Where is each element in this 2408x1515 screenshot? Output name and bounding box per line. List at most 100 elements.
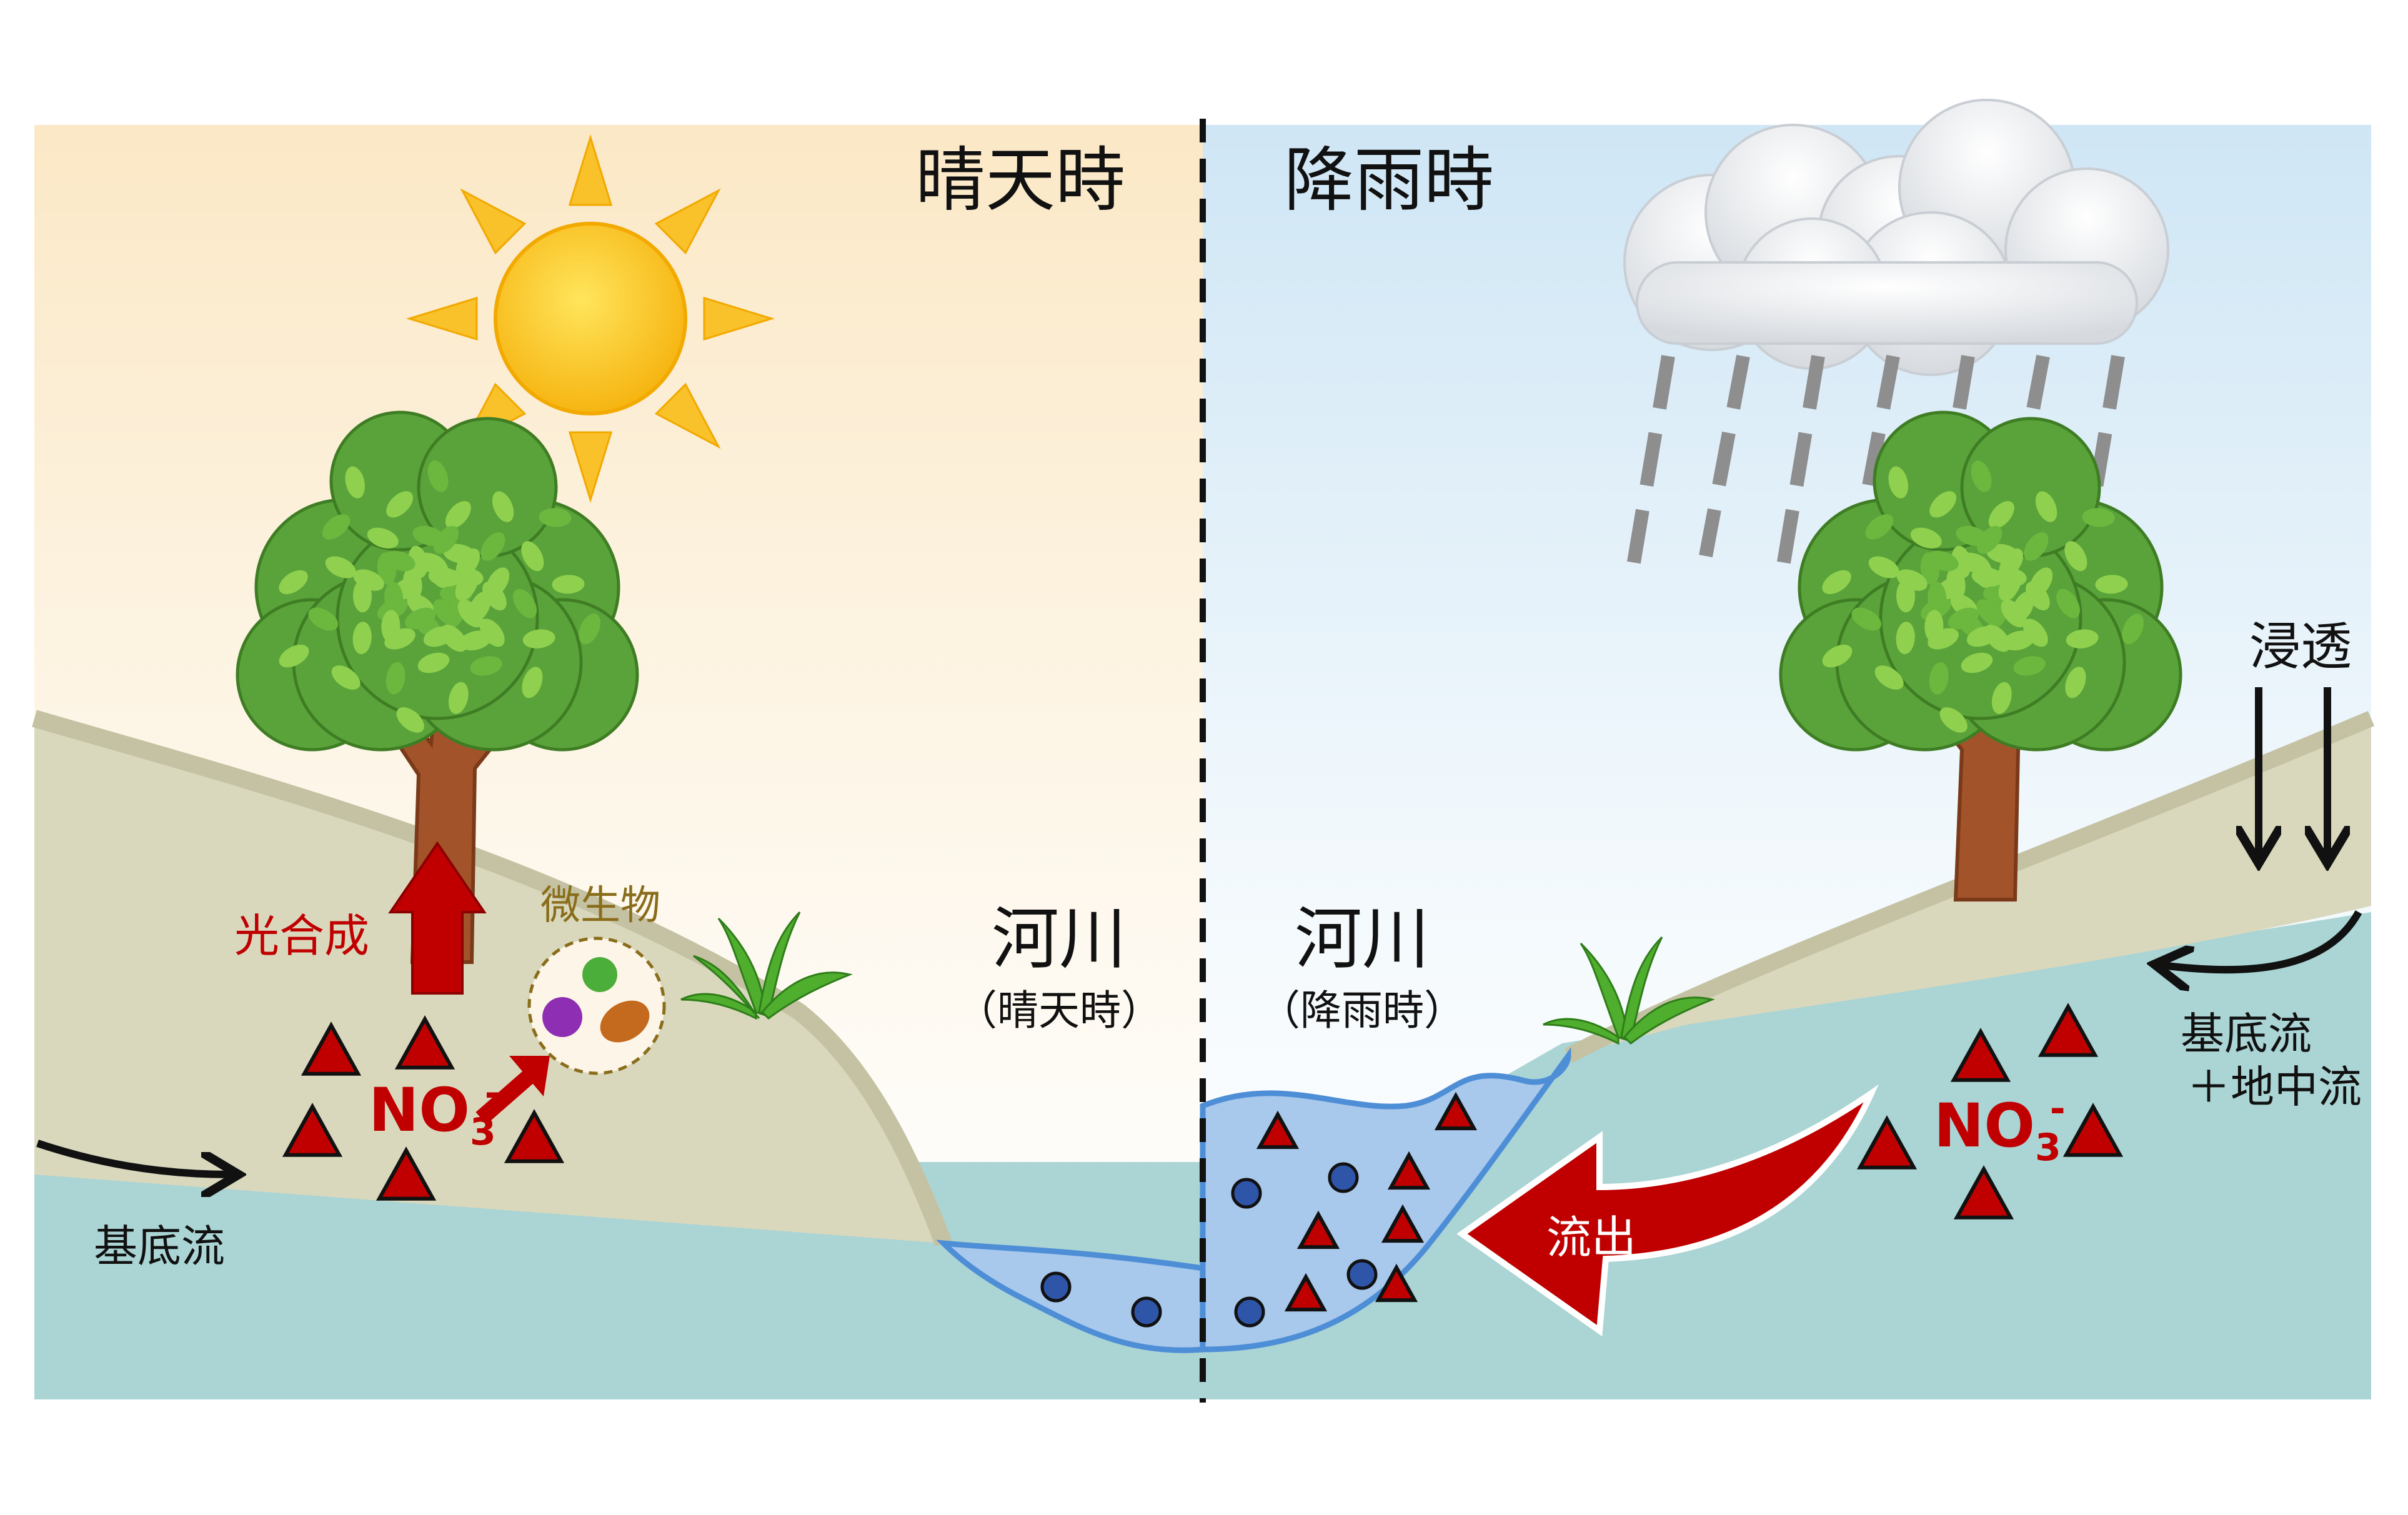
leaf — [308, 607, 338, 631]
leaf — [2001, 599, 2027, 628]
sun-ray — [460, 188, 527, 255]
leaf — [417, 652, 450, 673]
leaf — [2056, 589, 2080, 618]
particle-dot — [1040, 1271, 1072, 1303]
leaf — [279, 570, 308, 595]
leaf — [455, 570, 479, 601]
leaf — [2095, 575, 2128, 594]
rain-streak — [1624, 355, 1675, 582]
outflow-arrow — [1456, 1084, 1879, 1337]
leaf — [521, 541, 544, 572]
nitrate-triangle — [2037, 1003, 2099, 1057]
leaf — [1966, 626, 1999, 647]
leaf — [353, 569, 384, 591]
leaf — [384, 582, 404, 615]
leaf — [1999, 548, 2024, 578]
sun-ray — [654, 382, 721, 449]
nitrate-label-right: NO3- — [1934, 1087, 2066, 1170]
leaf — [1868, 556, 1899, 579]
sunny-river-title: 河川 — [991, 900, 1127, 978]
particle-dot — [1231, 1178, 1262, 1209]
leaf — [455, 548, 480, 578]
sunny-river-sub: （晴天時） — [956, 986, 1162, 1035]
nitrate-label-left: NO3- — [369, 1071, 500, 1154]
leaf — [1998, 570, 2022, 601]
leaf — [1927, 550, 1959, 572]
groundwater-left — [34, 1175, 1203, 1399]
leaf — [2035, 491, 2057, 522]
nitrate-triangle — [1387, 1151, 1431, 1190]
leaf — [482, 581, 507, 610]
tree-icon — [236, 410, 639, 964]
nitrate-triangle — [394, 1015, 455, 1070]
leaf — [1991, 682, 2012, 714]
leaf — [1874, 665, 1904, 690]
left-hillside — [34, 718, 943, 1243]
leaf — [1888, 466, 1909, 499]
nitrate-to-microbe-arrow — [475, 1056, 550, 1125]
photosynthesis-arrow — [388, 841, 487, 995]
leaf — [384, 550, 415, 572]
sun-ray — [654, 188, 721, 255]
leaf — [2122, 613, 2144, 645]
leaf — [448, 682, 469, 714]
leaf — [386, 662, 405, 695]
leaf — [1961, 652, 1993, 673]
leaf — [2064, 541, 2087, 572]
leaf — [457, 599, 484, 628]
right-flow-arrow — [2162, 910, 2362, 970]
left-baseflow-arrow — [36, 1140, 231, 1175]
leaf — [1976, 525, 2003, 554]
leaf — [579, 613, 600, 645]
leaf — [539, 508, 572, 527]
nitrate-triangle — [1950, 1028, 2011, 1082]
leaf — [352, 622, 372, 655]
leaf — [1939, 707, 1968, 733]
particle-dot — [1131, 1296, 1162, 1328]
leaf — [1924, 610, 1944, 643]
nitrate-triangle — [2062, 1103, 2124, 1157]
grass-icon — [1543, 936, 1715, 1045]
nitrate-triangle — [1296, 1210, 1340, 1249]
sun-ray — [568, 134, 613, 206]
leaf — [1928, 582, 1947, 615]
leaf — [433, 599, 460, 626]
microbe-icon — [527, 936, 666, 1075]
leaf — [367, 527, 399, 549]
leaf — [1929, 662, 1949, 695]
leaf — [322, 514, 351, 540]
leaf — [1929, 491, 1957, 518]
leaf — [522, 667, 543, 698]
nitrate-triangle — [301, 1021, 362, 1076]
right-flow-label-1: 基底流 — [2181, 1008, 2312, 1060]
leaf — [279, 644, 309, 668]
nitrate-triangle — [1381, 1204, 1425, 1243]
microbe-label: 微生物 — [540, 883, 660, 929]
left-baseflow-label: 基底流 — [94, 1221, 225, 1272]
leaf — [1865, 514, 1894, 540]
nitrate-triangle — [1856, 1115, 1918, 1170]
grass-icon — [680, 911, 853, 1020]
sun-ray — [703, 296, 775, 341]
particle-dot — [1346, 1259, 1378, 1290]
leaf — [2066, 629, 2099, 648]
leaf — [2065, 667, 2086, 698]
leaf — [427, 460, 449, 492]
leaf — [413, 552, 446, 573]
leaf — [1851, 607, 1881, 631]
infiltration-arrows — [2259, 687, 2327, 856]
leaf — [403, 567, 422, 600]
leaf — [428, 567, 461, 587]
leaf — [1896, 622, 1915, 655]
leaf — [2003, 630, 2035, 651]
leaf — [1822, 570, 1851, 595]
leaf — [1971, 460, 1992, 492]
leaf — [1988, 501, 2014, 529]
outflow-label: 流出 — [1546, 1211, 1637, 1264]
particle-dot — [1328, 1162, 1359, 1193]
rainy-river-sub: （降雨時） — [1259, 986, 1465, 1035]
leaf — [2026, 581, 2050, 610]
leaf — [1976, 599, 2003, 626]
leaf — [2013, 656, 2046, 676]
